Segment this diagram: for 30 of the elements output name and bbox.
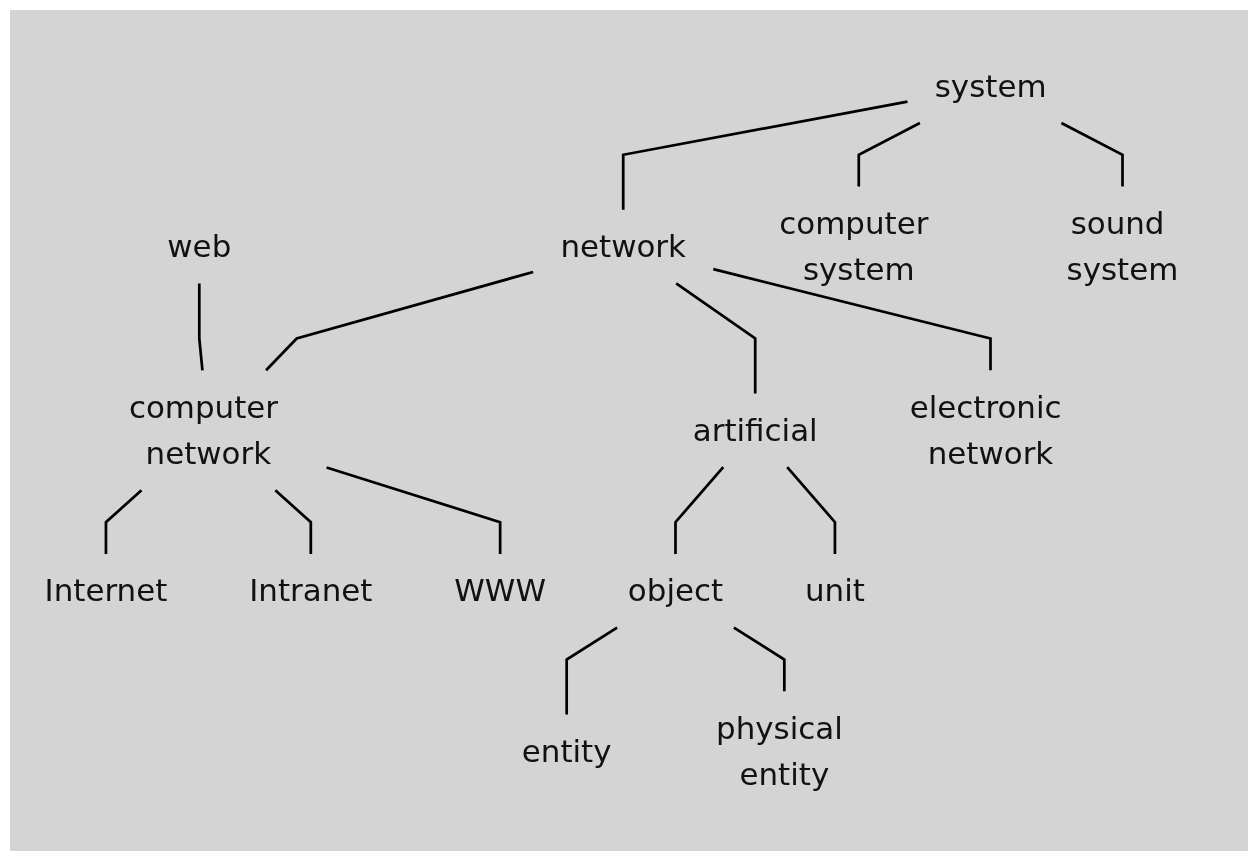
- connector: [265, 270, 534, 372]
- connector: [326, 466, 502, 555]
- node-text: Intranet: [249, 572, 373, 609]
- connector: [675, 282, 757, 394]
- node-text: artificial: [692, 411, 818, 449]
- node-text: sound system: [1066, 204, 1179, 288]
- node-text: computer network: [128, 388, 279, 472]
- node-text: network: [560, 228, 686, 265]
- node-text: unit: [804, 572, 865, 609]
- node-text: object: [627, 572, 724, 609]
- node-text: computer system: [779, 204, 929, 288]
- connector: [565, 626, 618, 715]
- node-text: physical entity: [716, 709, 843, 793]
- connector: [621, 100, 908, 210]
- diagram-background: system web sound system computer system network electronic network computer network artificial Internet Intranet WWW object unit entity physical entity: [10, 10, 1248, 851]
- connector: [857, 121, 921, 187]
- connector: [104, 489, 143, 555]
- connector: [712, 268, 992, 371]
- connector: [786, 466, 837, 555]
- node-text: Internet: [44, 572, 168, 609]
- connector: [674, 466, 725, 555]
- connector: [197, 283, 204, 371]
- node-text: electronic network: [909, 388, 1062, 472]
- connector: [274, 489, 313, 555]
- node-text: entity: [521, 732, 612, 770]
- node-text: system: [934, 67, 1047, 105]
- connector: [733, 626, 786, 692]
- connector: [1060, 121, 1124, 187]
- node-text: WWW: [454, 572, 547, 609]
- node-text: web: [167, 228, 232, 265]
